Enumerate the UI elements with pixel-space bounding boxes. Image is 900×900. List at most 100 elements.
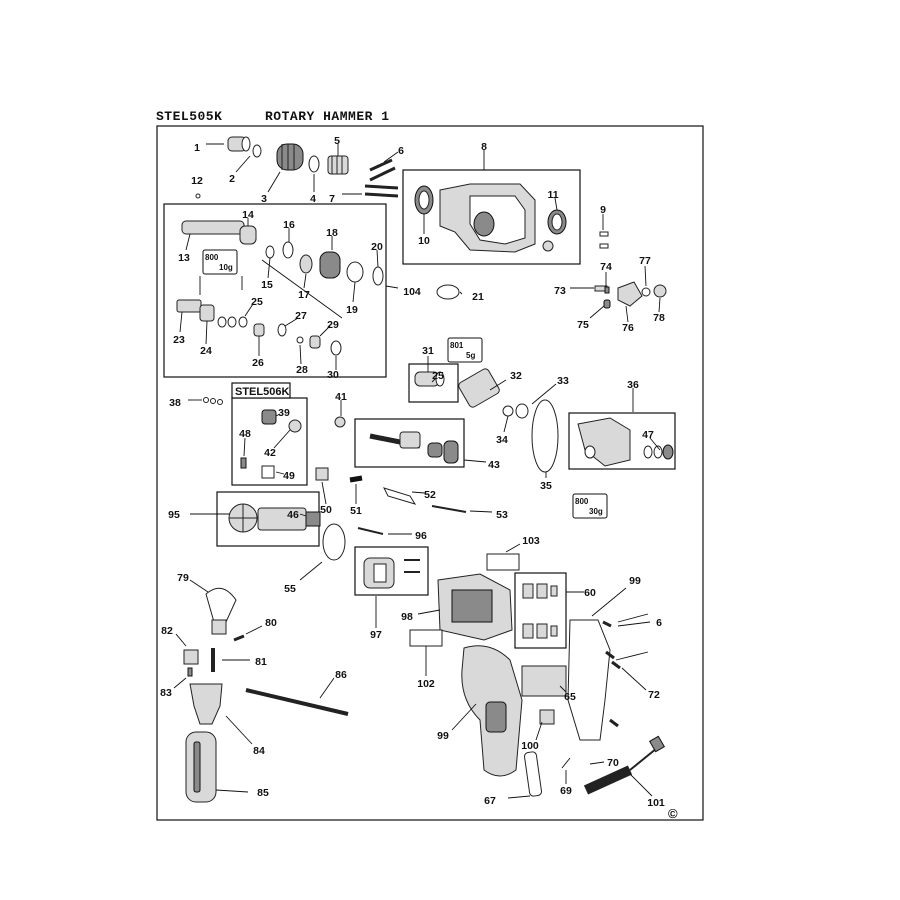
piston-subassembly-box xyxy=(408,363,459,403)
callout-label-67: 67 xyxy=(484,795,496,807)
screw-part-7b xyxy=(364,184,399,190)
callout-label-85: 85 xyxy=(257,787,269,799)
callout-label-97: 97 xyxy=(370,629,382,641)
depth-rod-part xyxy=(245,688,349,716)
callout-label-95: 95 xyxy=(168,509,180,521)
callout-label-65: 65 xyxy=(564,691,576,703)
callout-leader-line xyxy=(617,613,649,623)
callout-label-79: 79 xyxy=(177,572,189,584)
carbon-brush-box xyxy=(514,572,567,649)
callout-label-53: 53 xyxy=(496,509,508,521)
model-number: STEL505K xyxy=(156,109,223,124)
callout-leader-line xyxy=(185,233,191,251)
callout-label-38: 38 xyxy=(169,397,181,409)
chuck-sleeve-part xyxy=(227,136,251,152)
callout-leader-line xyxy=(411,491,426,494)
callout-leader-line xyxy=(507,795,531,799)
grease-amount-2: 5g xyxy=(466,351,475,360)
callout-label-43: 43 xyxy=(488,459,500,471)
main-body-part xyxy=(461,645,523,777)
callout-label-55: 55 xyxy=(284,583,296,595)
callout-label-33: 33 xyxy=(557,375,569,387)
baffle-part-55 xyxy=(322,523,346,561)
callout-label-3: 3 xyxy=(261,193,267,205)
callout-leader-line xyxy=(243,437,246,457)
callout-label-52: 52 xyxy=(424,489,436,501)
callout-label-27: 27 xyxy=(295,310,307,322)
callout-leader-line xyxy=(559,685,567,693)
callout-label-10: 10 xyxy=(418,235,430,247)
callout-label-99: 99 xyxy=(629,575,641,587)
callout-label-21: 21 xyxy=(472,291,484,303)
callout-label-83: 83 xyxy=(160,687,172,699)
callout-leader-line xyxy=(658,297,661,313)
grease-amount-1: 10g xyxy=(219,263,233,272)
callout-leader-line xyxy=(535,721,543,741)
callout-leader-line xyxy=(503,415,509,433)
callout-label-7: 7 xyxy=(329,193,335,205)
callout-leader-line xyxy=(554,197,558,211)
callout-label-104: 104 xyxy=(403,286,421,298)
switch-part-65 xyxy=(521,665,567,697)
callout-label-96: 96 xyxy=(415,530,427,542)
callout-leader-line xyxy=(625,305,629,323)
callout-leader-line xyxy=(244,303,254,317)
callout-label-49: 49 xyxy=(283,470,295,482)
callout-label-11: 11 xyxy=(547,189,558,201)
clip-part-69 xyxy=(561,757,571,769)
callout-leader-line xyxy=(235,155,251,173)
callout-label-98: 98 xyxy=(401,611,413,623)
screw-part-96 xyxy=(357,527,384,535)
callout-label-74: 74 xyxy=(600,261,612,273)
variant-part-39 xyxy=(261,409,277,425)
stator-box xyxy=(354,546,429,596)
callout-leader-line xyxy=(617,621,651,627)
callout-leader-line xyxy=(299,344,302,365)
washer-part-2 xyxy=(252,144,262,158)
callout-leader-line xyxy=(303,273,307,289)
callout-label-84: 84 xyxy=(253,745,265,757)
callout-leader-line xyxy=(179,311,183,333)
callout-label-42: 42 xyxy=(264,447,276,459)
callout-leader-line xyxy=(284,317,299,327)
cable-clamp-part-100 xyxy=(539,709,555,725)
bracket-part-49 xyxy=(315,467,329,481)
callout-label-4: 4 xyxy=(310,193,316,205)
callout-label-20: 20 xyxy=(371,241,383,253)
cord-part-101 xyxy=(583,735,666,795)
copyright-mark: © xyxy=(668,806,678,821)
callout-label-72: 72 xyxy=(648,689,660,701)
callout-leader-line xyxy=(189,579,209,593)
stator-part xyxy=(363,557,420,589)
grease-code-1: 800 xyxy=(205,253,219,262)
callout-label-29: 29 xyxy=(327,319,339,331)
callout-leader-line xyxy=(589,761,605,765)
callout-label-25: 25 xyxy=(432,370,444,382)
callout-label-26: 26 xyxy=(252,357,264,369)
callout-leader-line xyxy=(267,171,281,193)
pin-part-9a xyxy=(599,231,609,237)
callout-label-19: 19 xyxy=(346,304,358,316)
grease-tag-3: 800 30g xyxy=(572,493,608,519)
screw-part-7 xyxy=(364,192,399,198)
callout-label-48: 48 xyxy=(239,428,251,440)
plate-part-51 xyxy=(383,487,417,505)
handle-housing-part xyxy=(521,619,611,741)
callout-label-15: 15 xyxy=(261,279,273,291)
callout-leader-line xyxy=(321,481,327,505)
callout-label-6: 6 xyxy=(398,145,404,157)
callout-label-99: 99 xyxy=(437,730,449,742)
callout-label-6: 6 xyxy=(656,617,662,629)
callout-label-50: 50 xyxy=(320,504,332,516)
callout-leader-line xyxy=(621,667,647,691)
callout-leader-line xyxy=(205,320,208,345)
callout-label-80: 80 xyxy=(265,617,277,629)
callout-label-5: 5 xyxy=(334,135,340,147)
callout-leader-line xyxy=(267,257,271,279)
callout-label-41: 41 xyxy=(335,391,347,403)
variant-part-48 xyxy=(261,465,275,479)
callout-label-30: 30 xyxy=(327,369,339,381)
callout-label-13: 13 xyxy=(178,252,190,264)
callout-label-18: 18 xyxy=(326,227,338,239)
